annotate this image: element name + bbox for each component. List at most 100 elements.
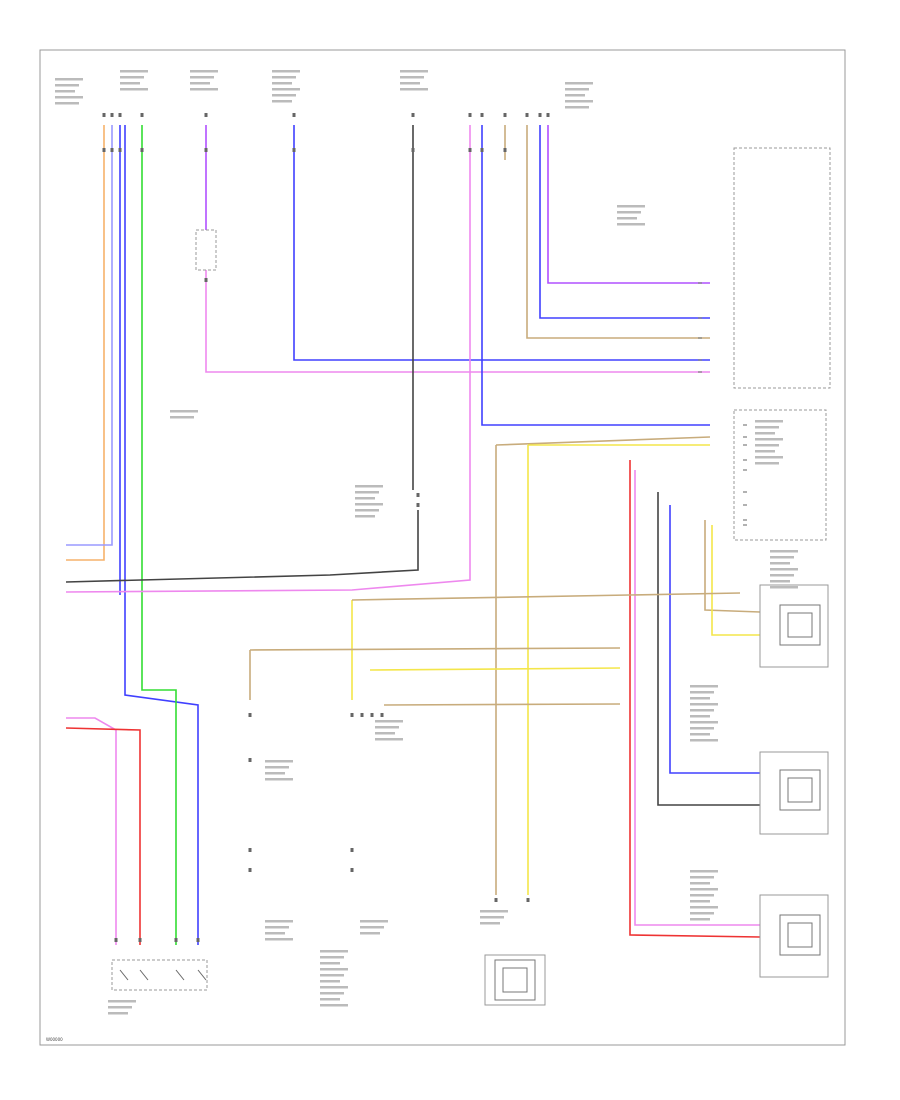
illegible-label xyxy=(690,906,718,909)
illegible-label xyxy=(400,76,424,79)
illegible-label xyxy=(170,410,198,413)
illegible-label xyxy=(320,956,344,959)
illegible-label xyxy=(690,685,718,688)
connector-pin xyxy=(480,113,484,117)
wire-lightblue-left xyxy=(66,125,113,546)
wire-pink-horizontal xyxy=(65,125,471,593)
illegible-label xyxy=(190,76,214,79)
wire-black-right xyxy=(657,492,760,806)
illegible-label xyxy=(400,70,428,73)
illegible-label xyxy=(320,1004,348,1007)
illegible-label xyxy=(265,772,285,775)
fuse-box xyxy=(195,229,217,271)
illegible-label xyxy=(190,88,218,91)
switch-contact xyxy=(175,969,185,981)
switch-contact xyxy=(119,969,129,981)
illegible-label xyxy=(690,697,710,700)
connector-pin xyxy=(350,848,354,852)
illegible-label xyxy=(690,727,714,730)
wire-blue-control xyxy=(481,125,710,426)
illegible-label xyxy=(690,691,714,694)
illegible-label xyxy=(360,926,384,929)
connector-pin xyxy=(411,113,415,117)
connector-pin xyxy=(204,278,208,282)
illegible-label xyxy=(355,509,379,512)
illegible-label xyxy=(272,76,296,79)
wire-pink-fuse-out xyxy=(205,270,710,373)
connector-pin xyxy=(110,148,114,152)
connector-pin xyxy=(140,148,144,152)
illegible-label xyxy=(755,426,779,429)
illegible-label xyxy=(565,100,593,103)
connector-pin xyxy=(411,148,415,152)
illegible-label xyxy=(375,732,395,735)
illegible-label xyxy=(770,580,790,583)
illegible-label xyxy=(690,709,714,712)
illegible-label xyxy=(320,992,344,995)
connector-pin xyxy=(360,713,364,717)
diagram-id: W00000 xyxy=(46,1037,63,1042)
illegible-label xyxy=(617,223,645,226)
wire-purple-sensor xyxy=(547,125,710,284)
wire-blue-upper xyxy=(293,125,710,361)
illegible-label xyxy=(355,485,383,488)
connector-pin xyxy=(196,938,200,942)
illegible-label xyxy=(690,900,710,903)
connector-pin xyxy=(416,493,420,497)
sensor-symbol-bottom-inner xyxy=(502,967,528,993)
sensor-symbol-1 xyxy=(779,604,821,646)
connector-pin xyxy=(494,898,498,902)
module-upper-box xyxy=(733,147,831,389)
illegible-label xyxy=(770,550,798,553)
wire-tan-sensor-right xyxy=(704,520,761,613)
illegible-label xyxy=(565,94,585,97)
illegible-label xyxy=(108,1000,136,1003)
connector-pin xyxy=(370,713,374,717)
wire-tan-horizontal xyxy=(351,592,741,601)
wire-tan-top-left xyxy=(249,647,621,651)
connector-pin xyxy=(525,113,529,117)
illegible-label xyxy=(375,726,399,729)
module-ecu-box xyxy=(733,409,827,541)
illegible-label xyxy=(400,82,420,85)
illegible-label xyxy=(55,96,83,99)
illegible-label xyxy=(400,88,428,91)
illegible-label xyxy=(770,586,798,589)
connector-pin xyxy=(526,898,530,902)
switch-box xyxy=(111,959,208,991)
connector-pin xyxy=(538,113,542,117)
wire-orange-left xyxy=(66,125,105,561)
illegible-label xyxy=(120,70,148,73)
illegible-label xyxy=(320,986,348,989)
illegible-label xyxy=(272,100,292,103)
connector-pin xyxy=(118,113,122,117)
illegible-label xyxy=(55,90,75,93)
illegible-label xyxy=(755,450,775,453)
illegible-label xyxy=(108,1006,132,1009)
illegible-label xyxy=(690,721,718,724)
illegible-label xyxy=(355,503,383,506)
illegible-label xyxy=(355,497,375,500)
illegible-label xyxy=(265,920,293,923)
illegible-label xyxy=(755,438,783,441)
illegible-label xyxy=(360,932,380,935)
illegible-label xyxy=(272,88,300,91)
sensor-symbol-2-inner xyxy=(787,777,813,803)
illegible-label xyxy=(690,876,714,879)
illegible-label xyxy=(190,82,210,85)
wire-pink-right xyxy=(634,470,760,926)
connector-pin xyxy=(546,113,550,117)
illegible-label xyxy=(690,912,714,915)
labels xyxy=(55,70,798,1015)
illegible-label xyxy=(265,778,293,781)
sensor-box-3 xyxy=(759,894,829,978)
illegible-label xyxy=(55,84,79,87)
illegible-label xyxy=(272,94,296,97)
wire-blue-sensor xyxy=(539,125,710,319)
connector-pin xyxy=(350,868,354,872)
illegible-label xyxy=(355,491,379,494)
illegible-label xyxy=(755,444,779,447)
illegible-label xyxy=(272,70,300,73)
illegible-label xyxy=(55,102,79,105)
illegible-label xyxy=(755,432,775,435)
